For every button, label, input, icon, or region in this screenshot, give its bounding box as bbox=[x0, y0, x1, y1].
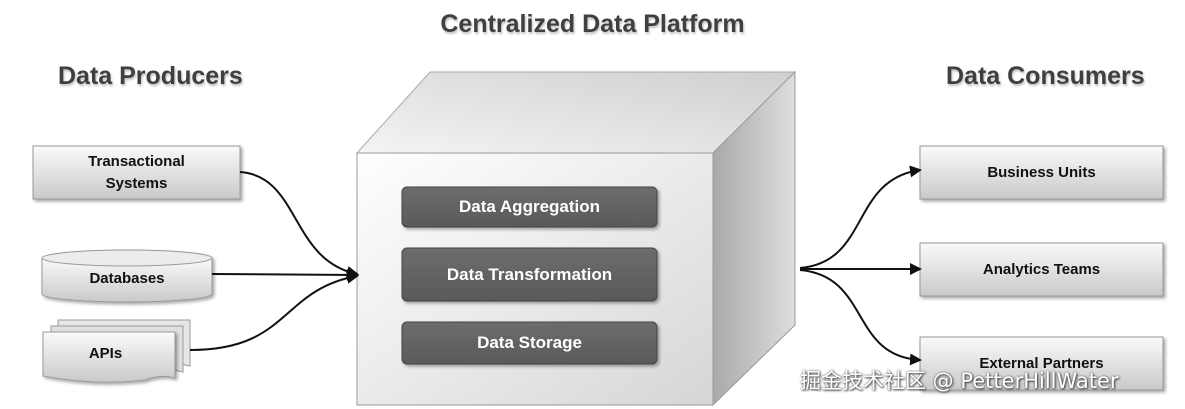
consumer-box-analytics-teams bbox=[919, 242, 1164, 297]
consumer-box-business-units bbox=[919, 145, 1164, 200]
arrow-databases-to-platform bbox=[211, 268, 359, 281]
process-box-transformation bbox=[401, 247, 658, 302]
consumer-box-external-partners bbox=[919, 336, 1164, 391]
arrow-platform-to-external-partners bbox=[799, 269, 922, 366]
producers-heading: Data Producers bbox=[58, 62, 243, 90]
arrow-platform-to-business-units bbox=[799, 165, 922, 269]
process-box-storage bbox=[401, 321, 658, 365]
producer-stack-apis bbox=[42, 319, 191, 383]
arrow-transactional-to-platform bbox=[239, 171, 359, 278]
process-box-aggregation bbox=[401, 186, 658, 228]
producer-cylinder-databases bbox=[41, 249, 213, 303]
consumers-heading: Data Consumers bbox=[946, 62, 1145, 90]
diagram-title: Centralized Data Platform bbox=[440, 10, 745, 38]
arrow-apis-to-platform bbox=[189, 271, 359, 351]
watermark: 掘金技术社区 @ PetterHillWater bbox=[800, 369, 1119, 393]
producer-box-transactional bbox=[32, 145, 241, 200]
